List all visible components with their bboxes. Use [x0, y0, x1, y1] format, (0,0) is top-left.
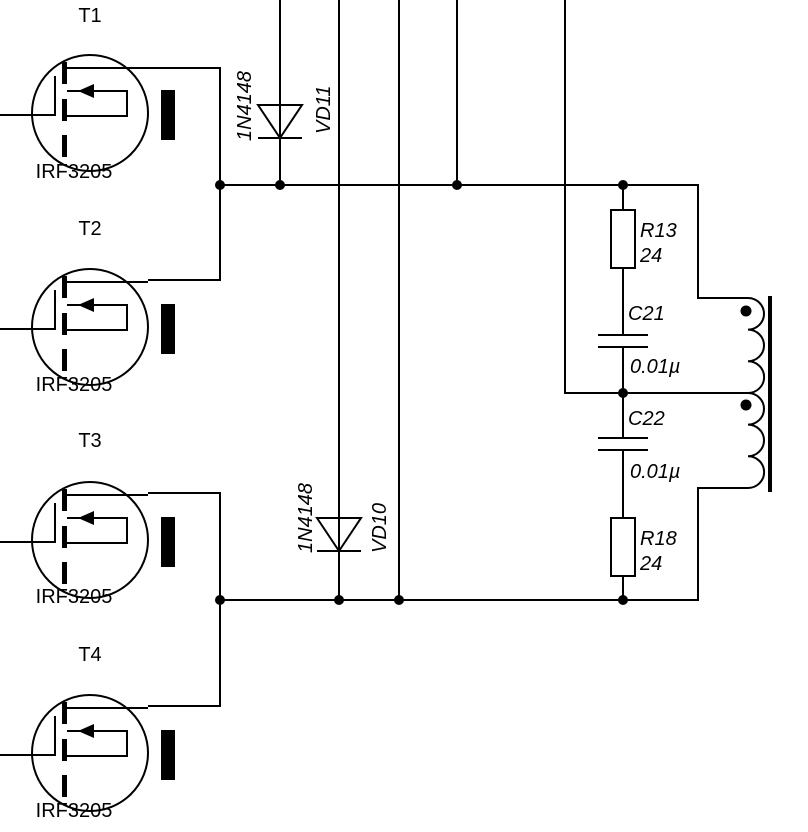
t2-part-label: IRF3205 [36, 374, 113, 396]
vd10-part-label: 1N4148 [295, 483, 317, 553]
polarity-dot-lower [740, 399, 752, 411]
t1-ref-label: T1 [78, 5, 101, 27]
lower-bus [220, 487, 748, 601]
resistor-r13 [610, 209, 636, 269]
r13-value-label: 24 [639, 245, 662, 267]
drain-wires [148, 67, 221, 707]
r13-ref-label: R13 [640, 220, 677, 242]
transistor-t2 [0, 268, 175, 386]
transformer [740, 296, 772, 492]
transistor-t4 [0, 694, 175, 812]
vd10-ref-label: VD10 [369, 503, 391, 553]
transistor-t1 [0, 54, 175, 172]
c21-value-label: 0.01µ [630, 356, 680, 378]
c22-ref-label: C22 [628, 408, 665, 430]
polarity-dot-upper [740, 305, 752, 317]
c21-ref-label: C21 [628, 303, 665, 325]
transistor-t3 [0, 481, 175, 599]
capacitor-c22 [598, 437, 648, 451]
r18-value-label: 24 [639, 553, 662, 575]
diode-vd11 [256, 104, 304, 140]
c22-value-label: 0.01µ [630, 461, 680, 483]
t2-ref-label: T2 [78, 218, 101, 240]
t3-part-label: IRF3205 [36, 586, 113, 608]
diode-vd10 [315, 517, 363, 553]
vertical-lines [279, 0, 748, 600]
vd11-ref-label: VD11 [313, 85, 335, 134]
t3-ref-label: T3 [78, 430, 101, 452]
vd11-part-label: 1N4148 [234, 71, 256, 141]
junction-dots [215, 180, 628, 605]
t1-part-label: IRF3205 [36, 161, 113, 183]
capacitor-c21 [598, 334, 648, 348]
t4-part-label: IRF3205 [36, 800, 113, 822]
resistor-r18 [610, 517, 636, 577]
t4-ref-label: T4 [78, 644, 101, 666]
r18-ref-label: R18 [640, 528, 677, 550]
